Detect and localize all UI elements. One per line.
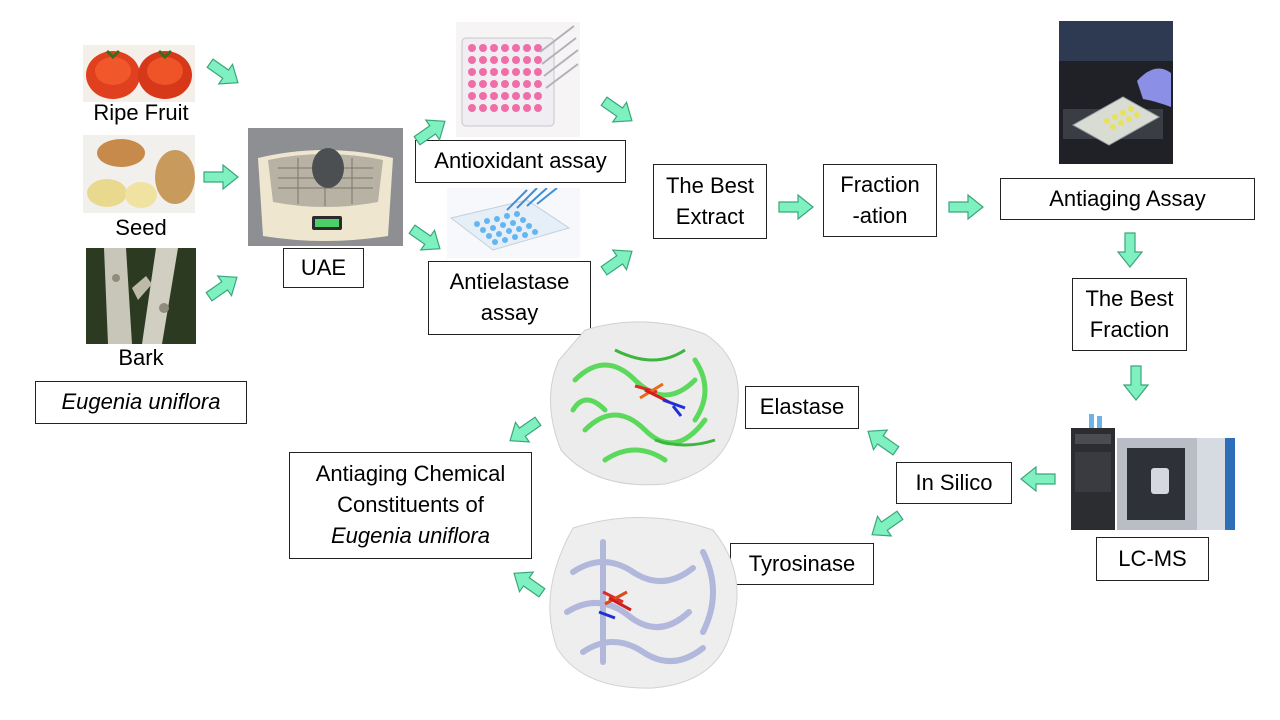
best-extract-label-line2: Extract [675, 203, 745, 229]
species-name: Eugenia uniflora [61, 389, 221, 415]
arrow-fruit-to-uae [202, 52, 246, 94]
fractionation-box: Fraction -ation [823, 164, 937, 237]
arrow-fractionation-to-antiaging-assay [948, 193, 984, 221]
seed-label: Seed [115, 215, 167, 240]
result-label-line1: Antiaging Chemical [315, 461, 506, 487]
tyrosinase-label: Tyrosinase [748, 550, 856, 576]
arrow-seed-to-uae [203, 163, 239, 191]
arrow-in-silico-to-elastase [860, 420, 904, 462]
lcms-box: LC-MS [1096, 537, 1209, 581]
bark-label: Bark [118, 345, 164, 370]
in-silico-label: In Silico [915, 469, 993, 495]
ripe-fruit-image [83, 45, 195, 102]
plate-reader-image [1059, 21, 1173, 164]
ultrasonic-bath-image [248, 128, 403, 246]
uae-label: UAE [300, 254, 347, 280]
antioxidant-plate-image [456, 22, 580, 137]
best-extract-box: The Best Extract [653, 164, 767, 239]
result-label-line3: Eugenia uniflora [330, 522, 490, 548]
fractionation-label-line1: Fraction [840, 171, 920, 197]
species-box: Eugenia uniflora [35, 381, 247, 424]
best-fraction-label-line2: Fraction [1089, 316, 1170, 342]
arrow-uae-to-antioxidant [409, 110, 453, 152]
result-label-line2: Constituents of [337, 492, 484, 518]
uae-box: UAE [283, 248, 364, 288]
elastase-protein-structure-image [545, 320, 745, 490]
antielastase-assay-label-line2: assay [480, 300, 539, 325]
arrow-antiaging-assay-to-best-fraction [1116, 232, 1144, 268]
elastase-label: Elastase [759, 394, 845, 420]
arrow-tyrosinase-to-result [506, 562, 550, 604]
best-extract-label-line1: The Best [665, 172, 755, 198]
antiaging-assay-label: Antiaging Assay [1049, 185, 1206, 211]
arrow-uae-to-antielastase [404, 218, 448, 260]
elastase-box: Elastase [745, 386, 859, 429]
ripe-fruit-label: Ripe Fruit [93, 100, 189, 125]
antioxidant-assay-box: Antioxidant assay [415, 140, 626, 183]
antiaging-assay-box: Antiaging Assay [1000, 178, 1255, 220]
arrow-antioxidant-to-best-extract [596, 90, 640, 132]
arrow-best-fraction-to-lcms [1122, 365, 1150, 401]
best-fraction-box: The Best Fraction [1072, 278, 1187, 351]
arrow-in-silico-to-tyrosinase [864, 504, 908, 546]
result-box: Antiaging Chemical Constituents of Eugen… [289, 452, 532, 559]
arrow-bark-to-uae [201, 266, 245, 308]
tyrosinase-box: Tyrosinase [730, 543, 874, 585]
lcms-instrument-image [1067, 408, 1239, 535]
arrow-best-extract-to-fractionation [778, 193, 814, 221]
tyrosinase-protein-structure-image [543, 512, 743, 690]
seed-image [83, 135, 195, 213]
lcms-label: LC-MS [1118, 545, 1187, 571]
antielastase-plate-image [447, 188, 580, 258]
arrow-lcms-to-in-silico [1020, 465, 1056, 493]
in-silico-box: In Silico [896, 462, 1012, 504]
bark-image [86, 248, 196, 344]
arrow-elastase-to-result [502, 410, 546, 452]
arrow-antielastase-to-best-extract [596, 240, 640, 282]
antielastase-assay-label-line1: Antielastase [449, 269, 570, 295]
antielastase-assay-box: Antielastase assay [428, 261, 591, 335]
best-fraction-label-line1: The Best [1085, 285, 1174, 311]
fractionation-label-line2: -ation [852, 202, 908, 228]
antioxidant-assay-label: Antioxidant assay [434, 148, 607, 174]
